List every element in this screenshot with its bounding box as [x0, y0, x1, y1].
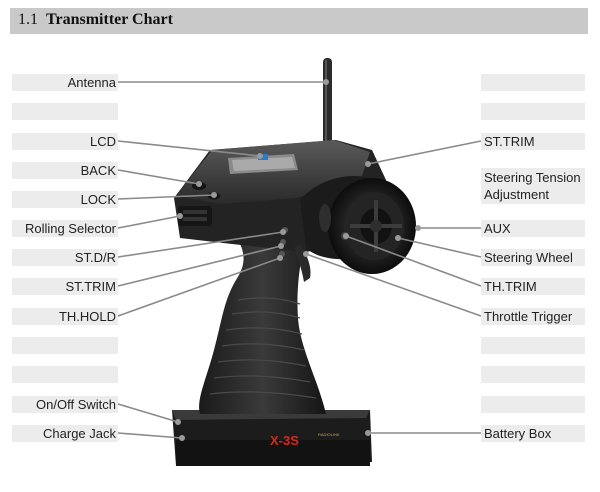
label-lcd: LCD: [12, 133, 118, 150]
label-blank: [481, 103, 585, 120]
label-st-dr: ST.D/R: [12, 249, 118, 266]
grip-part: [199, 236, 326, 414]
label-lock: LOCK: [12, 191, 118, 208]
section-header: 1.1 Transmitter Chart: [10, 8, 588, 34]
antenna-part: [323, 58, 332, 148]
battery-box-part: X-3S RADIOLINK: [172, 410, 372, 466]
label-st-trim-left: ST.TRIM: [12, 278, 118, 295]
label-blank: [12, 337, 118, 354]
leader-dots: [175, 79, 421, 441]
label-blank: [12, 103, 118, 120]
model-logo: X-3S: [270, 433, 299, 448]
label-on-off-switch: On/Off Switch: [12, 396, 118, 413]
label-charge-jack: Charge Jack: [12, 425, 118, 442]
leader-lines: [117, 81, 482, 439]
label-blank: [481, 396, 585, 413]
label-rolling-selector: Rolling Selector: [12, 220, 118, 237]
section-title: 1.1 Transmitter Chart: [18, 11, 173, 29]
label-blank: [12, 366, 118, 383]
label-blank: [481, 366, 585, 383]
section-number: 1.1: [18, 11, 38, 28]
section-title-text: Transmitter Chart: [46, 11, 173, 28]
brand-logo: RADIOLINK: [318, 432, 340, 437]
label-steering-wheel: Steering Wheel: [481, 249, 585, 266]
label-back: BACK: [12, 162, 118, 179]
label-battery-box: Battery Box: [481, 425, 585, 442]
aux-part: [319, 204, 331, 232]
rolling-selector-part: [178, 206, 212, 226]
label-throttle-trigger: Throttle Trigger: [481, 308, 585, 325]
label-antenna: Antenna: [12, 74, 118, 91]
label-blank: [481, 337, 585, 354]
label-th-trim: TH.TRIM: [481, 278, 585, 295]
label-th-hold: TH.HOLD: [12, 308, 118, 325]
label-st-trim-right: ST.TRIM: [481, 133, 585, 150]
steering-wheel-part: [300, 176, 416, 274]
throttle-trigger-part: [294, 244, 311, 282]
label-aux: AUX: [481, 220, 585, 237]
label-steering-tension: Steering Tension Adjustment: [481, 168, 585, 204]
label-blank: [481, 74, 585, 91]
